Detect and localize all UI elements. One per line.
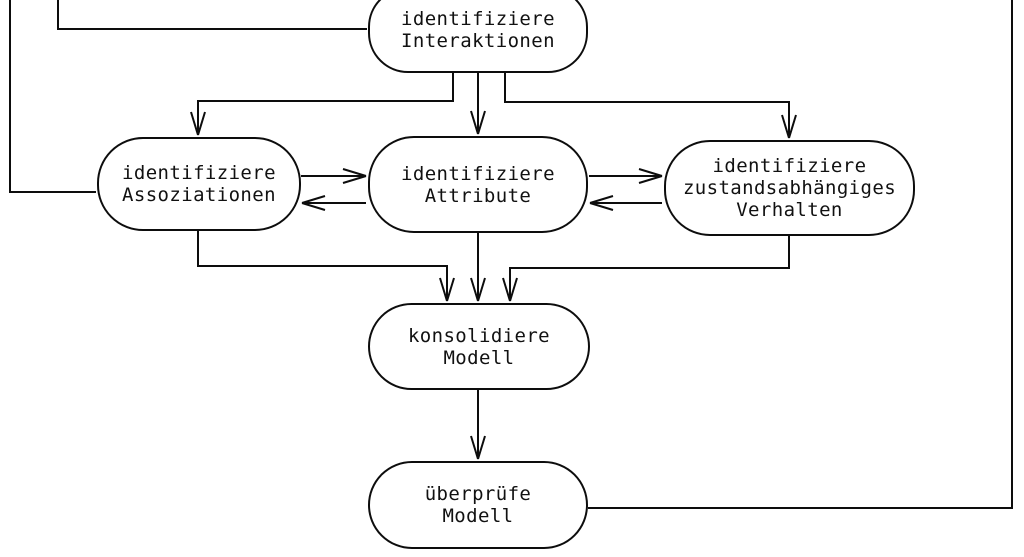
node-label-line: Modell — [443, 346, 515, 369]
node-label-line: Assoziationen — [122, 184, 276, 206]
node-ueberpruefe-modell: überprüfe Modell — [368, 461, 588, 549]
edge-top-to-interaktionen — [57, 0, 367, 30]
node-konsolidiere-modell: konsolidiere Modell — [368, 303, 590, 390]
node-label-line: zustandsabhängiges — [682, 177, 897, 199]
edge-ueberpruefe-to-top — [588, 0, 1013, 509]
node-label-line: identifiziere — [712, 155, 867, 177]
node-label-line: Verhalten — [736, 199, 843, 221]
node-label-line: identifiziere — [401, 8, 555, 30]
node-label-line: überprüfe — [424, 483, 532, 505]
node-label-line: Attribute — [424, 184, 532, 207]
edge-konsolidiere-to-ueberpruefe — [470, 390, 486, 460]
node-label-line: konsolidiere — [407, 324, 551, 347]
edge-interaktionen-to-attribute — [470, 73, 486, 135]
edge-verhalten-to-attribute — [589, 195, 662, 211]
node-identifiziere-attribute: identifiziere Attribute — [368, 136, 588, 233]
edge-attribute-to-verhalten — [589, 168, 663, 184]
edge-attribute-to-assoziationen — [301, 195, 366, 211]
node-label-line: Modell — [442, 505, 514, 527]
node-label-line: identifiziere — [401, 162, 555, 185]
edge-interaktionen-to-assoziationen — [190, 73, 454, 136]
edge-verhalten-to-konsolidiere — [502, 236, 790, 302]
node-identifiziere-assoziationen: identifiziere Assoziationen — [97, 137, 301, 231]
edge-top-to-assoziationen — [9, 0, 96, 193]
edge-assoziationen-to-konsolidiere — [197, 231, 455, 302]
edge-attribute-to-konsolidiere — [470, 233, 486, 302]
node-identifiziere-interaktionen: identifiziere Interaktionen — [368, 0, 588, 73]
node-label-line: Interaktionen — [401, 30, 555, 52]
edge-assoziationen-to-attribute — [301, 168, 367, 184]
node-label-line: identifiziere — [122, 162, 276, 184]
edge-interaktionen-to-verhalten — [504, 73, 797, 139]
node-identifiziere-zustandsabhaengiges-verhalten: identifiziere zustandsabhängiges Verhalt… — [664, 140, 915, 236]
